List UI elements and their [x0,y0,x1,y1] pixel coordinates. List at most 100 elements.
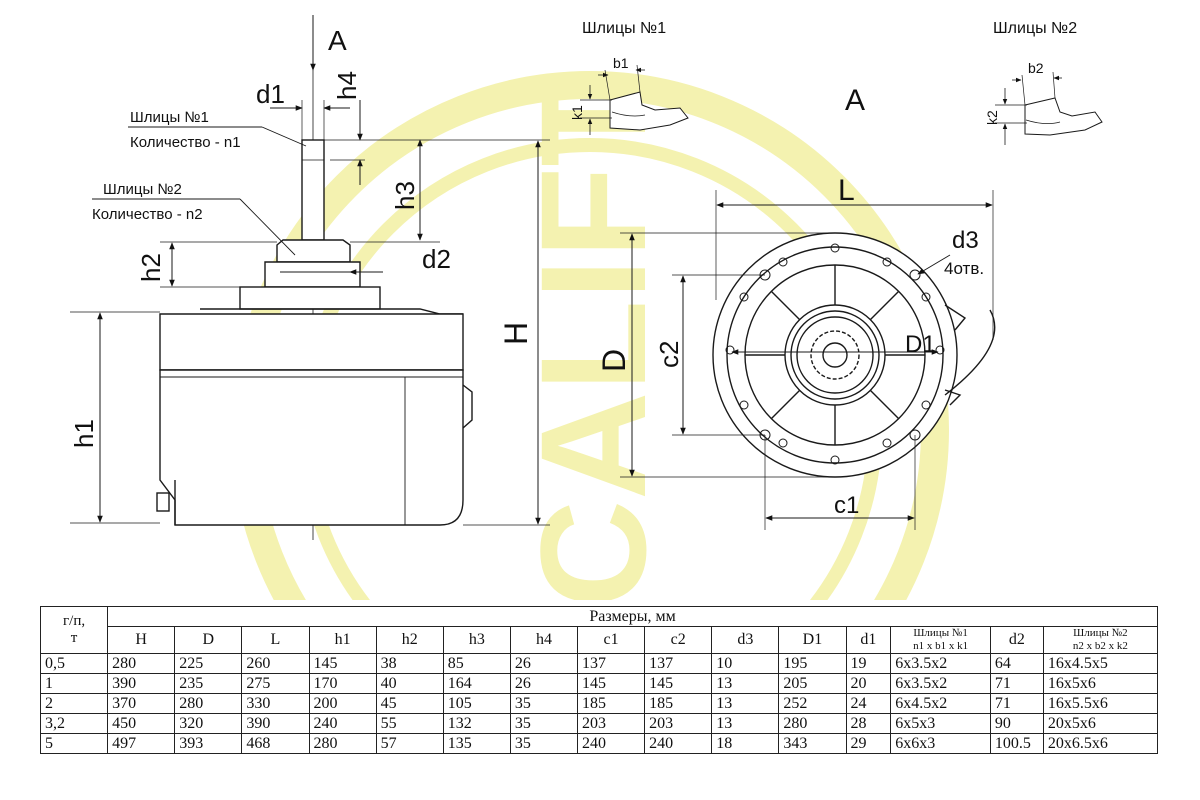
col-header-h4: h4 [509,626,579,654]
side-dimensions [70,15,550,526]
table-cell: 19 [845,653,892,674]
table-cell: 35 [509,713,579,734]
table-cell: 145 [576,673,646,694]
table-cell: 450 [107,713,176,734]
table-cell: 6x4.5x2 [890,693,991,714]
table-cell: 35 [509,733,579,754]
label-detail2-title: Шлицы №2 [993,20,1077,37]
watermark-text: OCALIFT [509,75,677,600]
table-cell: 497 [107,733,176,754]
label-h1: h1 [69,419,99,448]
front-dimensions [620,190,994,530]
table-cell: 6x3.5x2 [890,653,991,674]
label-h4: h4 [332,71,362,100]
table-cell: 280 [107,653,176,674]
col-header-h2: h2 [375,626,444,654]
load-capacity-header-line1: г/п, [63,613,86,629]
label-splines1-qty: Количество - n1 [130,134,241,151]
drawing-labels: A d1 h4 Шлицы №1 Количество - n1 Шлицы №… [69,20,1077,519]
table-cell: 20 [845,673,892,694]
label-holes: 4отв. [944,259,984,278]
label-detail1-title: Шлицы №1 [582,20,666,37]
table-cell: 370 [107,693,176,714]
label-d3: d3 [952,227,979,254]
label-view-a-arrow: A [328,25,347,56]
table-cell: 6x3.5x2 [890,673,991,694]
table-cell: 13 [711,693,780,714]
table-cell: 330 [241,693,310,714]
col-header-h3: h3 [442,626,511,654]
table-cell: 280 [778,713,847,734]
table-cell: 55 [375,713,444,734]
col-header-splines1: Шлицы №1 n1 x b1 x k1 [890,626,991,654]
table-cell: 393 [174,733,243,754]
table-cell: 40 [375,673,444,694]
col-header-L: L [241,626,310,654]
label-L: L [838,174,855,207]
label-c1: c1 [834,492,859,519]
table-cell: 71 [989,693,1044,714]
table-cell: 145 [644,673,713,694]
spline-detail-2 [995,71,1103,145]
table-cell: 6x6x3 [890,733,991,754]
table-cell: 64 [989,653,1044,674]
table-cell: 100.5 [989,733,1044,754]
table-cell: 164 [442,673,511,694]
col-header-d3: d3 [711,626,780,654]
col-header-splines1-line2: n1 x b1 x k1 [913,640,969,652]
table-cell: 195 [778,653,847,674]
side-view [156,70,473,540]
table-cell: 252 [778,693,847,714]
table-cell: 45 [375,693,444,714]
table-cell: 13 [711,713,780,734]
label-H: H [498,322,534,345]
table-cell: 10 [711,653,780,674]
table-cell: 468 [241,733,310,754]
table-cell: 28 [845,713,892,734]
table-cell: 38 [375,653,444,674]
table-cell: 18 [711,733,780,754]
label-h2: h2 [136,253,166,282]
table-cell: 280 [308,733,377,754]
table-cell: 137 [644,653,713,674]
table-cell: 280 [174,693,243,714]
table-cell: 26 [509,673,579,694]
col-header-h1: h1 [308,626,377,654]
table-cell: 29 [845,733,892,754]
table-cell: 0,5 [39,653,109,674]
col-header-splines2-line2: n2 x b2 x k2 [1072,640,1128,652]
load-capacity-header: г/п, т [39,606,109,654]
dimensions-group-header: Размеры, мм [107,606,1158,627]
table-cell: 390 [241,713,310,734]
label-b1: b1 [613,55,629,71]
label-D: D [596,349,632,372]
table-cell: 20x6.5x6 [1042,733,1159,754]
table-cell: 235 [174,673,243,694]
table-cell: 390 [107,673,176,694]
col-header-c2: c2 [644,626,713,654]
col-header-d2: d2 [989,626,1044,654]
table-cell: 320 [174,713,243,734]
col-header-splines2: Шлицы №2 n2 x b2 x k2 [1042,626,1159,654]
label-c2: c2 [654,341,684,368]
label-k1: k1 [569,105,585,120]
label-d1: d1 [256,79,285,109]
col-header-splines1-line1: Шлицы №1 [913,627,968,640]
label-b2: b2 [1028,60,1044,76]
table-cell: 137 [576,653,646,674]
label-splines1-name: Шлицы №1 [130,109,209,126]
label-h3: h3 [390,181,420,210]
table-cell: 24 [845,693,892,714]
technical-drawing: OCALIFT [69,15,1103,600]
table-cell: 20x5x6 [1042,713,1159,734]
table-cell: 5 [39,733,109,754]
table-cell: 71 [989,673,1044,694]
label-D1: D1 [905,331,936,358]
col-header-D1: D1 [778,626,847,654]
table-cell: 343 [778,733,847,754]
col-header-D: D [174,626,243,654]
table-cell: 240 [644,733,713,754]
